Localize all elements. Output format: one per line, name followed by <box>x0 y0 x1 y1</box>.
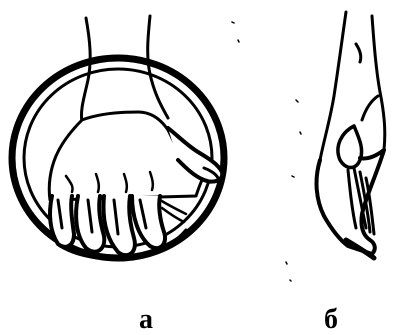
hand-ring-figure-a <box>12 16 224 259</box>
figure-label-b: б <box>324 306 338 334</box>
figure-label-a: а <box>139 306 153 334</box>
forearm-profile-icon <box>320 12 385 160</box>
hand-profile-figure-b <box>232 12 385 281</box>
finger-detail-icon <box>348 44 378 234</box>
